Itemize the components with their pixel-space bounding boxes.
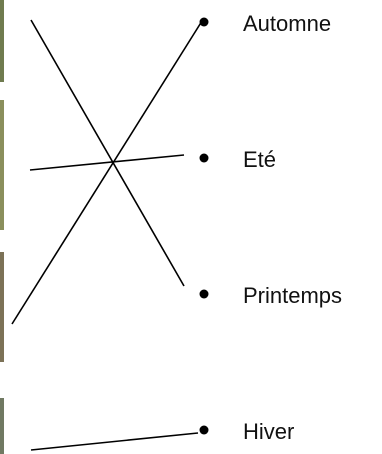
connector-line xyxy=(30,19,185,287)
bullet-dot[interactable] xyxy=(199,17,209,27)
left-image-fragment xyxy=(0,0,4,82)
connector-line xyxy=(11,20,203,325)
connector-line xyxy=(29,154,185,171)
bullet-dot[interactable] xyxy=(199,153,209,163)
bullet-dot[interactable] xyxy=(199,289,209,299)
left-image-fragment xyxy=(0,100,4,230)
left-image-fragment xyxy=(0,252,4,362)
season-label-printemps: Printemps xyxy=(243,283,343,308)
left-image-fragment xyxy=(0,398,4,454)
season-label-automne: Automne xyxy=(243,11,332,36)
season-label-ete: Eté xyxy=(243,147,277,172)
bullet-dot[interactable] xyxy=(199,425,209,435)
connector-line xyxy=(30,432,199,451)
season-label-hiver: Hiver xyxy=(243,419,295,444)
